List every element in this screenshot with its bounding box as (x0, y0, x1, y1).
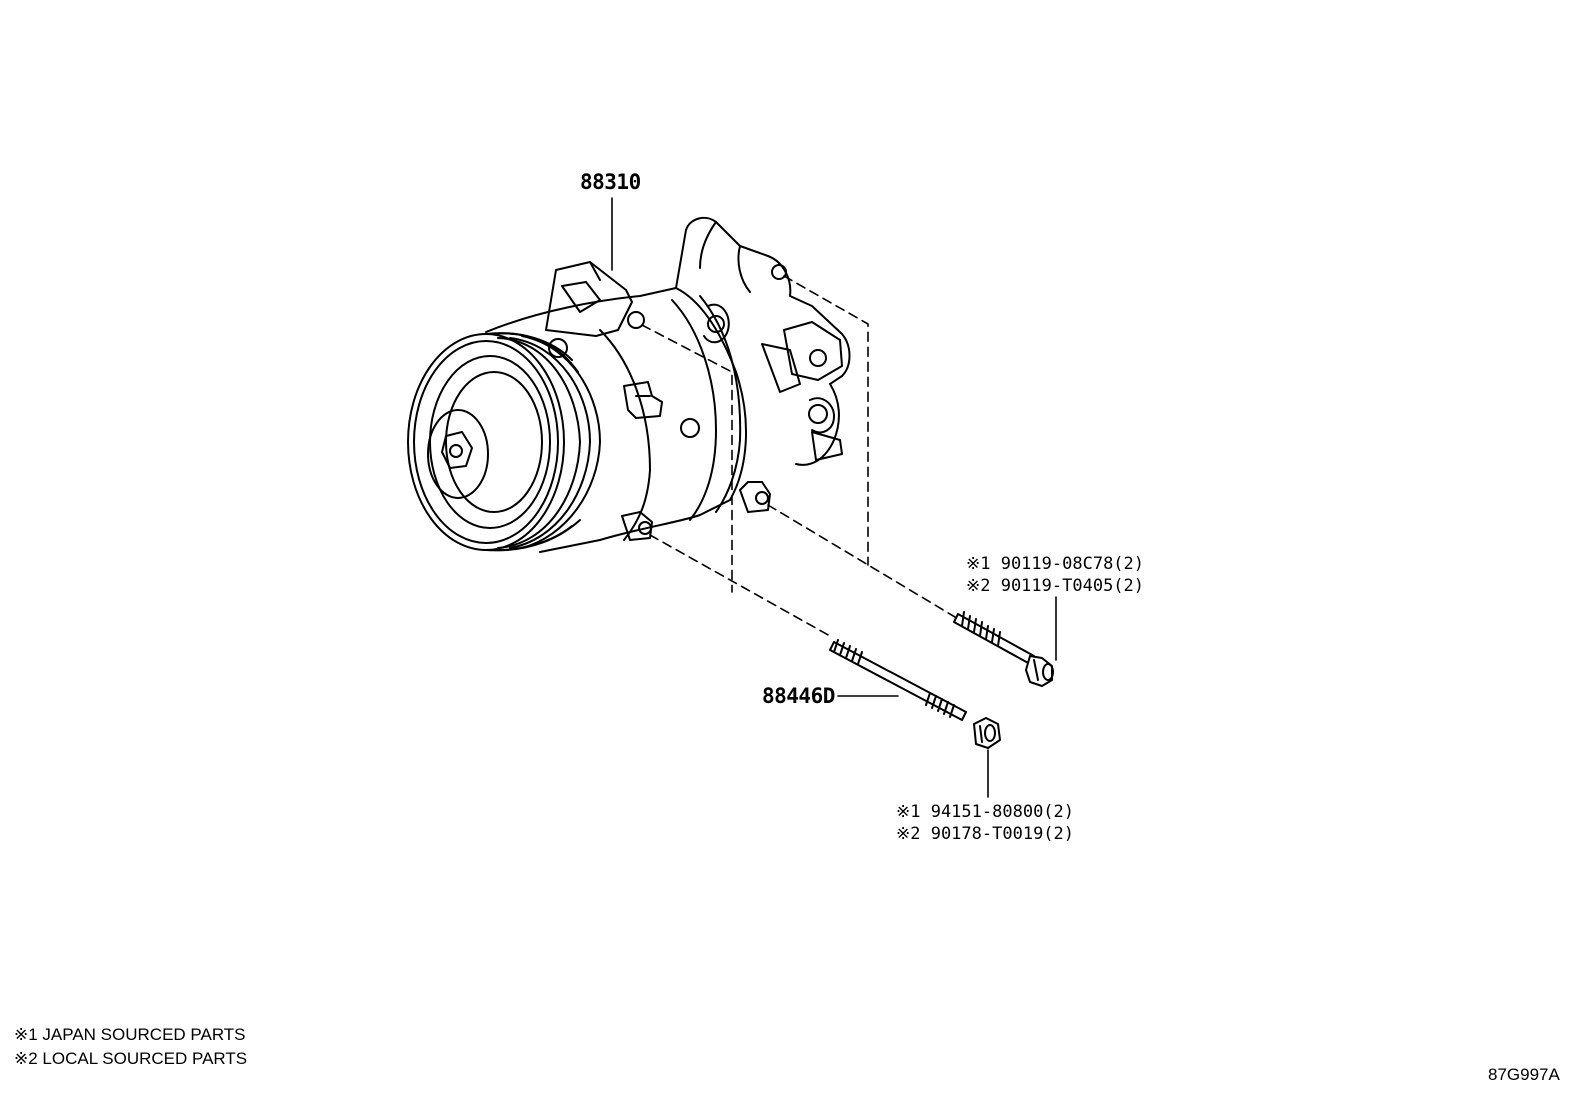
nut-part-japan: ※1 94151-80800(2) (896, 802, 1075, 822)
nut-part-local: ※2 90178-T0019(2) (896, 824, 1075, 844)
compressor-body (485, 216, 851, 553)
legend-local-sourced: ※2 LOCAL SOURCED PARTS (14, 1049, 248, 1068)
mount-holes (627, 264, 787, 535)
flange-nut (973, 717, 1001, 749)
stud-bolt (829, 639, 967, 721)
flange-bolt (953, 611, 1054, 687)
assembly-lines (641, 275, 961, 637)
legend-japan-sourced: ※1 JAPAN SOURCED PARTS (14, 1025, 246, 1044)
compressor-callout: 88310 (580, 170, 641, 194)
bolt-part-local: ※2 90119-T0405(2) (966, 576, 1145, 596)
figure-number: 87G997A (1488, 1065, 1560, 1084)
stud-bolt-callout: 88446D (762, 684, 835, 708)
leader-lines (611, 197, 1057, 798)
pulley (407, 332, 601, 552)
bolt-part-japan: ※1 90119-08C78(2) (966, 554, 1145, 574)
